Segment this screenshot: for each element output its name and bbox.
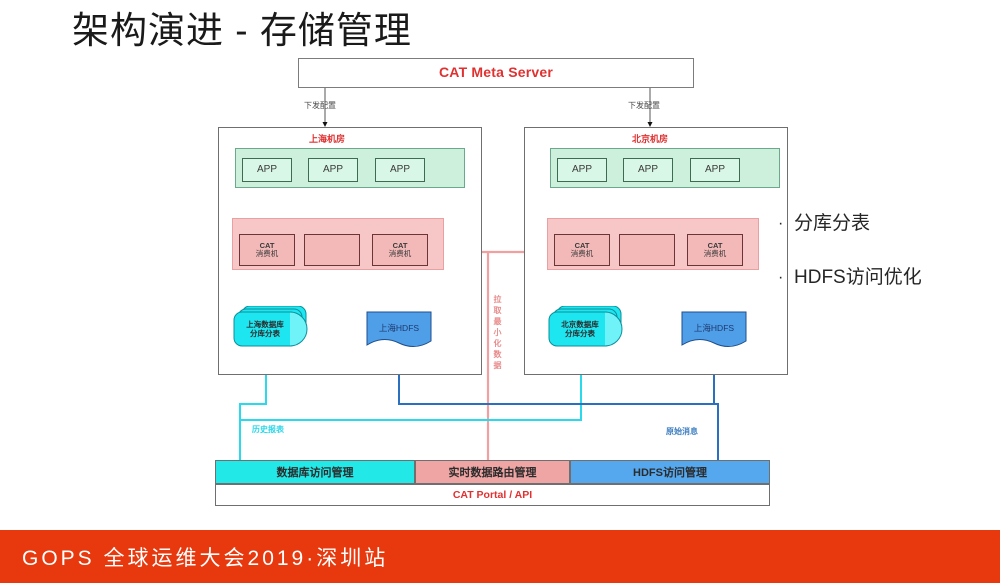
bar-cat-portal-api[interactable]: CAT Portal / API: [215, 484, 770, 506]
hdfs-shape-shanghai[interactable]: [366, 311, 432, 353]
app-box[interactable]: APP: [242, 158, 292, 182]
cat-consumer-box[interactable]: CAT 消费机: [239, 234, 295, 266]
cat-consumer-line1: CAT: [259, 240, 275, 250]
cat-consumer-line1: CAT: [707, 240, 723, 250]
list-item: · HDFS访问优化: [778, 266, 993, 290]
database-cylinder-shanghai[interactable]: [228, 306, 310, 352]
cat-consumer-line2: 消费机: [703, 249, 727, 258]
app-box[interactable]: APP: [308, 158, 358, 182]
history-report-label: 历史报表: [252, 425, 284, 434]
bullet-list: · 分库分表 · HDFS访问优化: [778, 212, 993, 320]
config-push-left-label: 下发配置: [304, 101, 336, 110]
bullet-text: HDFS访问优化: [794, 267, 922, 288]
bar-hdfs-access[interactable]: HDFS访问管理: [570, 460, 770, 484]
app-box[interactable]: APP: [690, 158, 740, 182]
hdfs-shape-beijing[interactable]: [681, 311, 747, 353]
datacenter-shanghai-title: 上海机房: [309, 134, 346, 144]
cross-dc-pull-label: 拉取最小化数据: [493, 295, 502, 370]
bullet-text: 分库分表: [794, 213, 871, 234]
architecture-diagram: CAT Meta Server 下发配置 下发配置 上海机房 APP APP A…: [215, 58, 788, 506]
footer-text: GOPS 全球运维大会2019·深圳站: [22, 546, 389, 570]
app-box[interactable]: APP: [375, 158, 425, 182]
app-box[interactable]: APP: [623, 158, 673, 182]
bullet-marker-icon: ·: [778, 269, 784, 286]
cat-consumer-line2: 消费机: [255, 249, 279, 258]
cat-consumer-box[interactable]: [619, 234, 675, 266]
cat-meta-server-box[interactable]: CAT Meta Server: [298, 58, 694, 88]
cat-consumer-line2: 消费机: [570, 249, 594, 258]
database-cylinder-beijing[interactable]: [543, 306, 625, 352]
app-box[interactable]: APP: [557, 158, 607, 182]
datacenter-beijing-title: 北京机房: [632, 134, 669, 144]
cat-consumer-box[interactable]: CAT 消费机: [687, 234, 743, 266]
cat-consumer-box[interactable]: [304, 234, 360, 266]
cat-consumer-box[interactable]: CAT 消费机: [372, 234, 428, 266]
list-item: · 分库分表: [778, 212, 993, 236]
bar-realtime-route[interactable]: 实时数据路由管理: [415, 460, 570, 484]
cat-consumer-line2: 消费机: [388, 249, 412, 258]
bar-database-access[interactable]: 数据库访问管理: [215, 460, 415, 484]
cat-consumer-box[interactable]: CAT 消费机: [554, 234, 610, 266]
footer-banner: GOPS 全球运维大会2019·深圳站: [0, 530, 1000, 583]
cat-consumer-line1: CAT: [574, 240, 590, 250]
raw-message-label: 原始消息: [666, 427, 698, 436]
bullet-marker-icon: ·: [778, 215, 784, 232]
config-push-right-label: 下发配置: [628, 101, 660, 110]
cat-consumer-line1: CAT: [392, 240, 408, 250]
page-title: 架构演进 - 存储管理: [72, 10, 412, 51]
